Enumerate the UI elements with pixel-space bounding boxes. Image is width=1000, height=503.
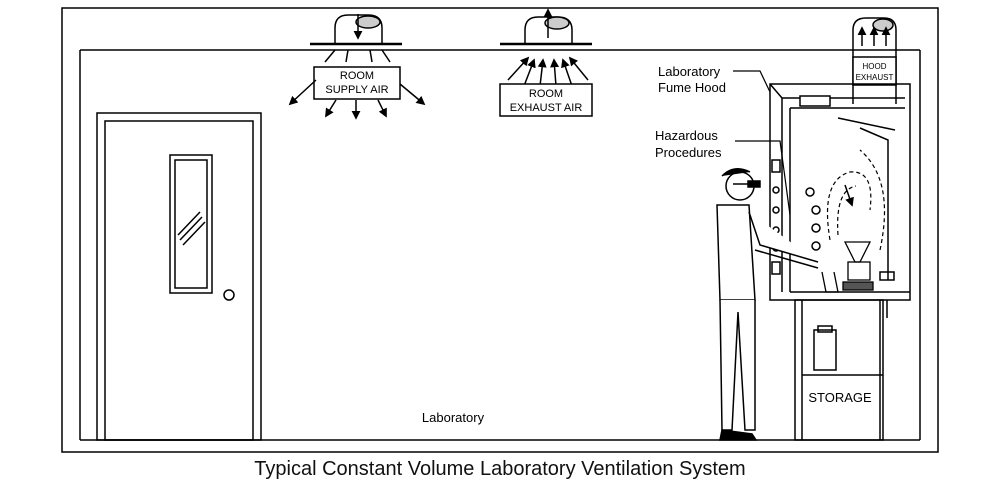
storage-cabinet [794, 299, 884, 441]
diagram-caption: Typical Constant Volume Laboratory Venti… [254, 458, 746, 480]
hood-exhaust-label-line1: HOOD [863, 62, 887, 71]
room-supply-label-line1: ROOM [340, 70, 374, 82]
fume-hood-label-line2: Fume Hood [658, 80, 726, 95]
hazardous-label-line2: Procedures [655, 145, 722, 160]
fume-hood-label-line1: Laboratory [658, 64, 721, 79]
storage-label: STORAGE [808, 390, 872, 405]
hood-exhaust-label-line2: EXHAUST [856, 73, 894, 82]
hood-exhaust-duct [852, 17, 897, 104]
hazard-arrow [844, 184, 854, 207]
door-knob [223, 289, 235, 301]
hazardous-label-line1: Hazardous [655, 128, 718, 143]
room-supply-label-line2: SUPPLY AIR [325, 84, 388, 96]
room-exhaust-label-line2: EXHAUST AIR [510, 102, 583, 114]
room-exhaust-label-line1: ROOM [529, 88, 563, 100]
glassware [821, 241, 874, 293]
room-exhaust-grille [499, 8, 593, 117]
outer-frame [61, 7, 939, 453]
fume-hood [769, 83, 911, 318]
hood-airflow-lines [826, 149, 886, 251]
room-supply-diffuser [288, 14, 426, 120]
lab-worker [716, 168, 819, 441]
callout-lines [733, 70, 791, 216]
door [96, 112, 262, 441]
laboratory-label: Laboratory [422, 410, 485, 425]
